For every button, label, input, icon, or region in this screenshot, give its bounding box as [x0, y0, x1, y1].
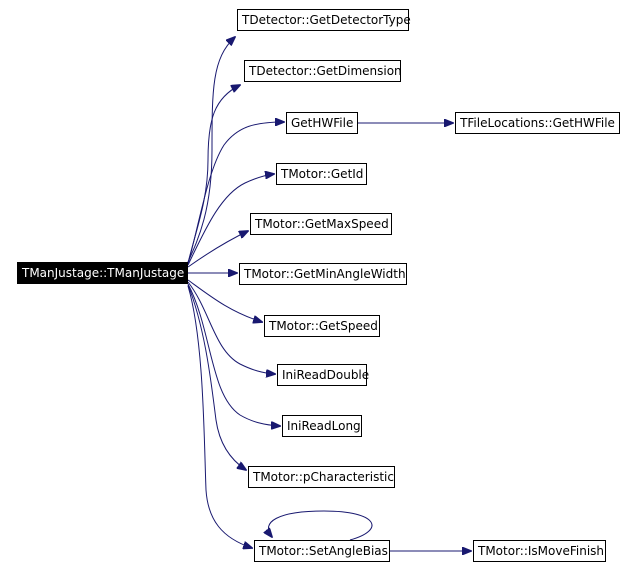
node-tmotor-setanglebias[interactable]: TMotor::SetAngleBias — [254, 540, 390, 562]
node-tfilelocations-gethwfile[interactable]: TFileLocations::GetHWFile — [455, 112, 620, 134]
node-inireadlong[interactable]: IniReadLong — [282, 415, 362, 437]
edge-root-to-getdetectortype — [187, 37, 235, 263]
node-tmotor-getminanglewidth[interactable]: TMotor::GetMinAngleWidth — [239, 263, 407, 285]
node-tmotor-getid[interactable]: TMotor::GetId — [276, 163, 367, 185]
node-tmotor-getmaxspeed[interactable]: TMotor::GetMaxSpeed — [250, 213, 392, 235]
node-tmanjustage-constructor[interactable]: TManJustage::TManJustage — [17, 262, 188, 284]
edge-root-to-getdimension — [187, 85, 240, 264]
edge-setanglebias-self-loop — [268, 510, 373, 541]
node-tmotor-ismovefinish[interactable]: TMotor::IsMoveFinish — [473, 540, 606, 562]
node-tdetector-getdetectortype[interactable]: TDetector::GetDetectorType — [237, 9, 411, 31]
node-tmotor-getspeed[interactable]: TMotor::GetSpeed — [264, 315, 380, 337]
node-gethwfile[interactable]: GetHWFile — [286, 112, 358, 134]
edge-root-to-getid — [187, 174, 274, 266]
node-tmotor-pcharacteristic[interactable]: TMotor::pCharacteristic — [248, 466, 395, 488]
edge-root-to-setanglebias — [187, 285, 252, 548]
edge-root-to-inireaddouble — [187, 281, 275, 374]
node-tdetector-getdimension[interactable]: TDetector::GetDimension — [244, 60, 402, 82]
edge-root-to-gethwfile — [187, 122, 284, 265]
edge-root-to-getmaxspeed — [187, 231, 248, 268]
node-inireaddouble[interactable]: IniReadDouble — [277, 364, 369, 386]
edge-root-to-pcharacteristic — [187, 284, 246, 470]
edge-root-to-getspeed — [187, 279, 262, 322]
edge-root-to-inireadlong — [187, 283, 280, 426]
